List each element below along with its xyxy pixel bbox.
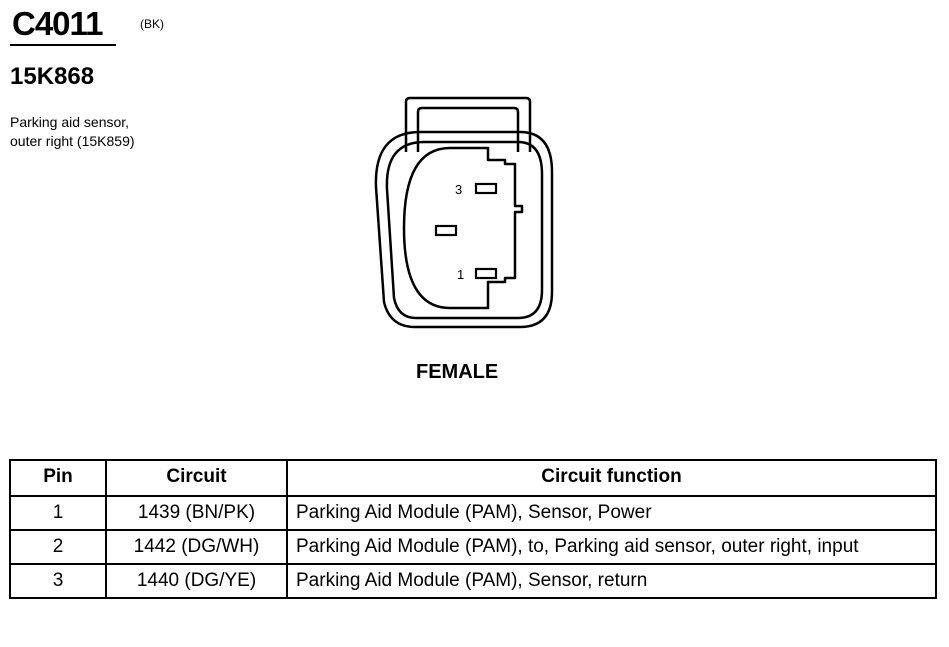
connector-id: C4011	[12, 5, 103, 42]
gender-label: FEMALE	[416, 361, 499, 383]
latch-tab-outer	[404, 96, 532, 152]
header-pin: Pin	[9, 459, 107, 497]
row-circuit: 1440 (DG/YE)	[105, 563, 288, 599]
row-circuit: 1439 (BN/PK)	[105, 495, 288, 531]
part-number: 15K868	[10, 63, 95, 90]
pin-3	[474, 182, 498, 195]
pin-2	[434, 224, 458, 237]
connector-color: (BK)	[140, 17, 164, 31]
table-header-row: Pin Circuit Circuit function	[9, 459, 937, 497]
housing-outer	[374, 130, 554, 329]
row-circuit: 1442 (DG/WH)	[105, 529, 288, 565]
pinout-table: Pin Circuit Circuit function 1 1439 (BN/…	[9, 459, 937, 599]
pin-1-label: 1	[457, 267, 464, 282]
row-function: Parking Aid Module (PAM), Sensor, Power	[286, 495, 937, 531]
header-circuit: Circuit	[105, 459, 288, 497]
description-line-1: Parking aid sensor,	[10, 114, 130, 130]
table-row: 3 1440 (DG/YE) Parking Aid Module (PAM),…	[9, 563, 937, 599]
row-pin: 2	[9, 529, 107, 565]
row-pin: 1	[9, 495, 107, 531]
connector-id-underline	[10, 44, 116, 46]
housing-inner	[385, 140, 544, 320]
pin-1	[474, 267, 498, 280]
connector-description: Parking aid sensor, outer right (15K859)	[10, 113, 135, 151]
table-row: 2 1442 (DG/WH) Parking Aid Module (PAM),…	[9, 529, 937, 565]
connector-face-diagram: 3 1	[374, 96, 554, 329]
row-function: Parking Aid Module (PAM), to, Parking ai…	[286, 529, 937, 565]
latch-tab-inner	[416, 106, 520, 152]
row-function: Parking Aid Module (PAM), Sensor, return	[286, 563, 937, 599]
row-pin: 3	[9, 563, 107, 599]
description-line-2: outer right (15K859)	[10, 133, 135, 149]
table-row: 1 1439 (BN/PK) Parking Aid Module (PAM),…	[9, 495, 937, 531]
pin-3-label: 3	[455, 182, 462, 197]
pin-cavity	[402, 146, 524, 310]
header-function: Circuit function	[286, 459, 937, 497]
